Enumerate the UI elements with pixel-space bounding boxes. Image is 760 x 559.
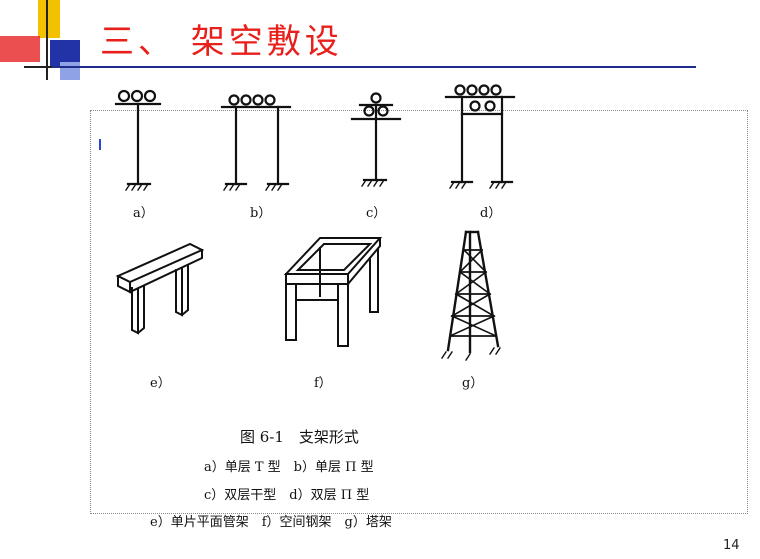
title-rule <box>52 66 696 68</box>
support-b-drawing <box>220 94 292 191</box>
support-a-drawing <box>114 89 162 191</box>
corner-vertical-line <box>46 0 48 80</box>
corner-horizontal-line <box>24 66 64 68</box>
label-g: g） <box>462 376 484 391</box>
page-number: 14 <box>723 538 740 553</box>
label-a: a） <box>133 206 154 221</box>
corner-square-blue <box>50 40 80 66</box>
figure-frame <box>90 110 748 514</box>
support-g-drawing <box>441 230 501 361</box>
support-e-drawing <box>115 242 205 335</box>
support-f-drawing <box>283 237 383 347</box>
support-d-drawing <box>444 84 516 189</box>
legend-line-3: e）单片平面管架 f）空间钢架 g）塔架 <box>150 515 392 530</box>
legend-line-1: a）单层 T 型 b）单层 Π 型 <box>204 460 374 475</box>
legend-line-2: c）双层干型 d）双层 Π 型 <box>204 488 370 503</box>
corner-square-red <box>0 36 40 62</box>
corner-square-yellow <box>38 0 60 38</box>
label-e: e） <box>150 376 171 391</box>
slide-title: 三、 架空敷设 <box>100 22 343 62</box>
label-f: f） <box>314 376 332 391</box>
text-cursor <box>99 139 101 150</box>
figure-caption: 图 6-1 支架形式 <box>240 428 359 446</box>
label-b: b） <box>250 206 272 221</box>
label-c: c） <box>366 206 387 221</box>
support-c-drawing <box>350 92 402 187</box>
label-d: d） <box>480 206 502 221</box>
